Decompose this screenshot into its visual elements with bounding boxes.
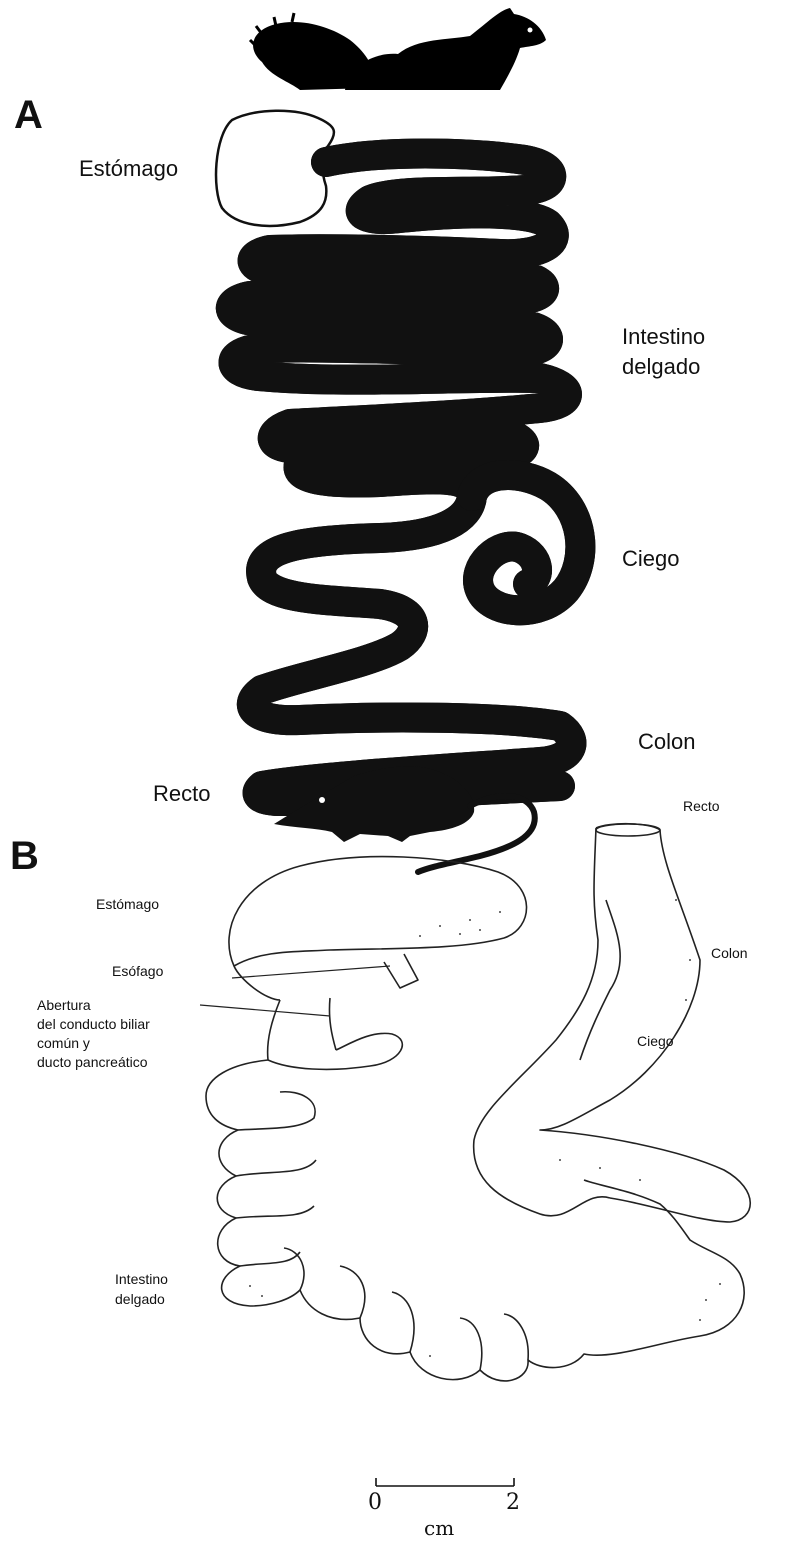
leader-esofago bbox=[232, 966, 390, 978]
shrew-silhouette-icon bbox=[274, 766, 535, 872]
scale-bar bbox=[376, 1478, 514, 1486]
colon-b bbox=[540, 824, 750, 1222]
label-ciego-b: Ciego bbox=[637, 1032, 674, 1051]
label-intestino-b-1: Intestino bbox=[115, 1270, 168, 1289]
label-abertura-b-2: del conducto biliar bbox=[37, 1015, 150, 1034]
scale-end: 2 bbox=[506, 1490, 520, 1515]
label-recto-b: Recto bbox=[683, 797, 720, 816]
stipple-shading bbox=[249, 899, 721, 1357]
label-colon-b: Colon bbox=[711, 944, 748, 963]
label-intestino-b-2: delgado bbox=[115, 1290, 165, 1309]
scale-unit: cm bbox=[424, 1516, 454, 1540]
small-intestine-b bbox=[206, 1060, 744, 1381]
esophagus-b bbox=[384, 954, 418, 988]
label-abertura-b-3: común y bbox=[37, 1034, 90, 1053]
label-abertura-b-1: Abertura bbox=[37, 996, 91, 1015]
stomach-b bbox=[229, 857, 527, 1000]
label-abertura-b-4: ducto pancreático bbox=[37, 1053, 148, 1072]
label-estomago-b: Estómago bbox=[96, 895, 159, 914]
label-esofago-b: Esófago bbox=[112, 962, 163, 981]
scale-start: 0 bbox=[368, 1490, 382, 1515]
leader-abertura bbox=[200, 1005, 330, 1016]
